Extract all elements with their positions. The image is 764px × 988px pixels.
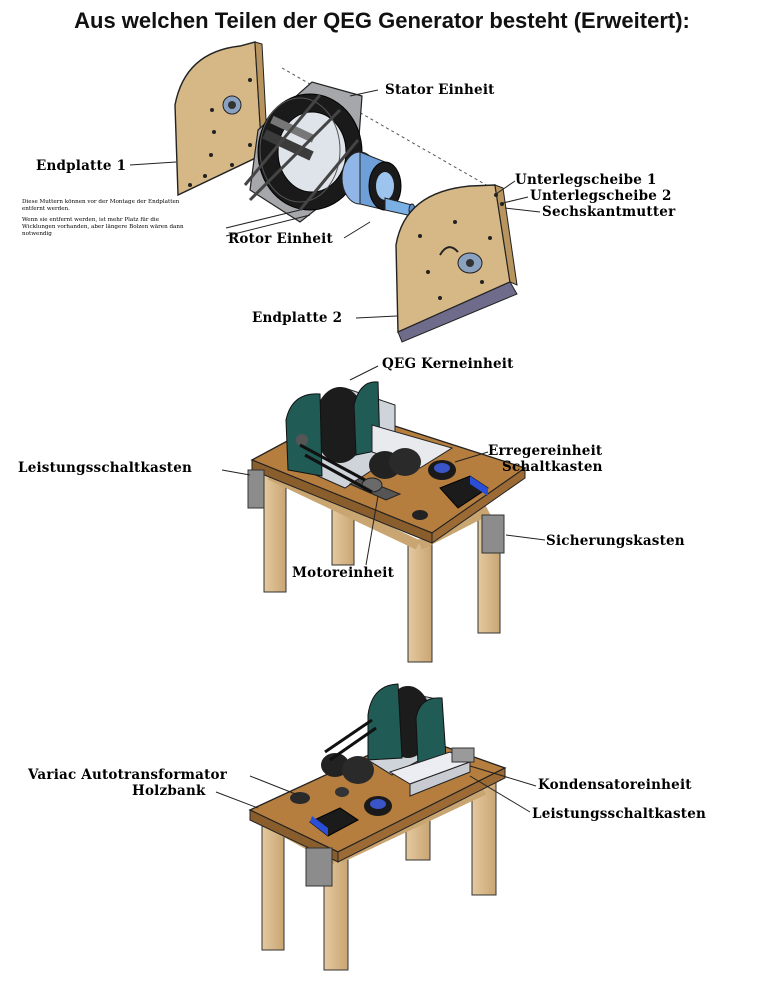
- note-line-2: Wenn sie entfernt werden, ist mehr Platz…: [22, 217, 184, 237]
- label-rotor-unit: Rotor Einheit: [228, 231, 333, 247]
- qeg-core-unit-3: [367, 683, 447, 776]
- label-qeg-core-unit: QEG Kerneinheit: [382, 356, 514, 372]
- motor-unit-2: [299, 443, 421, 501]
- variac: [290, 792, 310, 804]
- note-line-1: Diese Muttern können vor der Montage der…: [22, 199, 180, 212]
- endplate-2: [395, 184, 518, 343]
- power-switch-box-3: [305, 847, 333, 887]
- label-motor-unit: Motoreinheit: [292, 565, 395, 581]
- label-wood-bench: Holzbank: [132, 783, 206, 799]
- capacitor-unit: [388, 747, 475, 797]
- qeg-core-unit-2: [285, 381, 454, 489]
- label-exciter-unit: Erregereinheit: [488, 443, 603, 459]
- label-power-switch-box-3: Leistungsschaltkasten: [532, 806, 707, 822]
- note-nuts: Diese Muttern können vor der Montage der…: [22, 199, 192, 242]
- label-power-switch-box-2: Leistungsschaltkasten: [18, 460, 193, 476]
- label-variac: Variac Autotransformator: [28, 767, 228, 783]
- label-stator-unit: Stator Einheit: [385, 82, 495, 98]
- label-switch-box: Schaltkasten: [502, 459, 603, 475]
- exciter-unit: [428, 460, 456, 480]
- page-title: Aus welchen Teilen der QEG Generator bes…: [74, 8, 690, 33]
- section1-exploded-view: [129, 41, 541, 343]
- stator-unit: [243, 81, 363, 223]
- section3-bench-assembly: [215, 683, 537, 971]
- fuse-box: [481, 514, 505, 554]
- label-hex-nut: Sechskantmutter: [542, 204, 676, 220]
- label-capacitor-unit: Kondensatoreinheit: [538, 777, 692, 793]
- power-switch-box-2: [247, 469, 265, 509]
- rotor-unit: [341, 151, 416, 217]
- motor-unit-3: [321, 718, 377, 784]
- bench2-legs: [263, 469, 501, 663]
- small-dial-2: [412, 510, 428, 520]
- switch-box: [439, 475, 489, 509]
- label-fuse-box: Sicherungskasten: [546, 533, 685, 549]
- label-endplate-1: Endplatte 1: [36, 158, 127, 174]
- section2-bench-assembly: [221, 365, 546, 663]
- label-endplate-2: Endplatte 2: [252, 310, 343, 326]
- label-washer-1: Unterlegscheibe 1: [515, 172, 657, 188]
- label-washer-2: Unterlegscheibe 2: [530, 188, 672, 204]
- endplate-1: [174, 41, 269, 197]
